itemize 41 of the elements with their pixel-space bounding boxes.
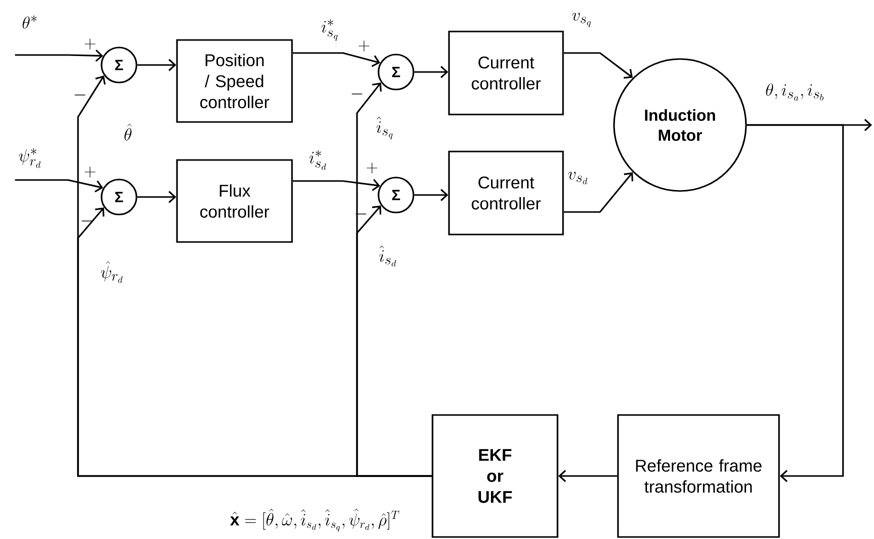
minus-sign: $-$ xyxy=(74,94,86,96)
summing-junction: Σ xyxy=(378,176,414,214)
arrow xyxy=(746,124,844,482)
block-box: Current controller xyxy=(448,30,564,116)
edge-label: $\hat{i}_{s_d}$ xyxy=(379,246,396,266)
summing-junction: Σ xyxy=(100,178,138,216)
block-box: Flux controller xyxy=(176,159,293,243)
edge-label: $v_{s_d}$ xyxy=(568,172,588,184)
block-box: EKF or UKF xyxy=(432,414,558,538)
edge-label: $i^{*}_{s_d}$ xyxy=(309,150,326,170)
block-box: Current controller xyxy=(448,150,564,236)
plus-sign: $+$ xyxy=(366,162,378,174)
summing-junction: Σ xyxy=(100,46,138,84)
arrow xyxy=(137,58,176,72)
arrow xyxy=(414,188,448,202)
block-box: Reference frame transformation xyxy=(617,414,780,538)
minus-sign: $-$ xyxy=(82,220,92,222)
state-vector-formula: $\hat{\mathbf{x}} = [\hat{\theta}, \hat{\omega}, \hat{i}_{s_d}, \hat{i}_{s_q}, \hat{\psi}_{r_d}, \hat{\rho}]^{T}$ xyxy=(230,508,400,532)
block-box: Position / Speed controller xyxy=(176,39,293,123)
arrow xyxy=(137,190,176,204)
summing-junction: Σ xyxy=(378,54,414,90)
edge-label: $\theta^{*}$ xyxy=(22,16,37,29)
arrow xyxy=(564,52,633,79)
edge-label: $i^{*}_{s_q}$ xyxy=(322,19,338,41)
arrow xyxy=(292,52,380,68)
edge-label: $v_{s_q}$ xyxy=(572,12,591,27)
arrow xyxy=(414,66,448,78)
edge-label: $\hat{i}_{s_q}$ xyxy=(376,116,393,140)
arrow xyxy=(15,50,104,62)
arrow xyxy=(558,470,618,482)
edge-label: $\theta, i_{s_a}, i_{s_b}$ xyxy=(766,83,824,100)
plus-sign: $+$ xyxy=(358,40,370,52)
plus-sign: $+$ xyxy=(84,38,96,50)
arrow xyxy=(292,178,380,192)
arrow xyxy=(15,179,104,192)
plus-sign: $+$ xyxy=(84,166,96,178)
arrow xyxy=(356,206,432,477)
arrow xyxy=(564,172,634,213)
edge-label: $\psi^{*}_{r_d}$ xyxy=(18,148,41,168)
edge-label: $\hat{\theta}$ xyxy=(124,124,132,140)
edge-label: $\hat{\psi}_{r_d}$ xyxy=(100,261,123,283)
